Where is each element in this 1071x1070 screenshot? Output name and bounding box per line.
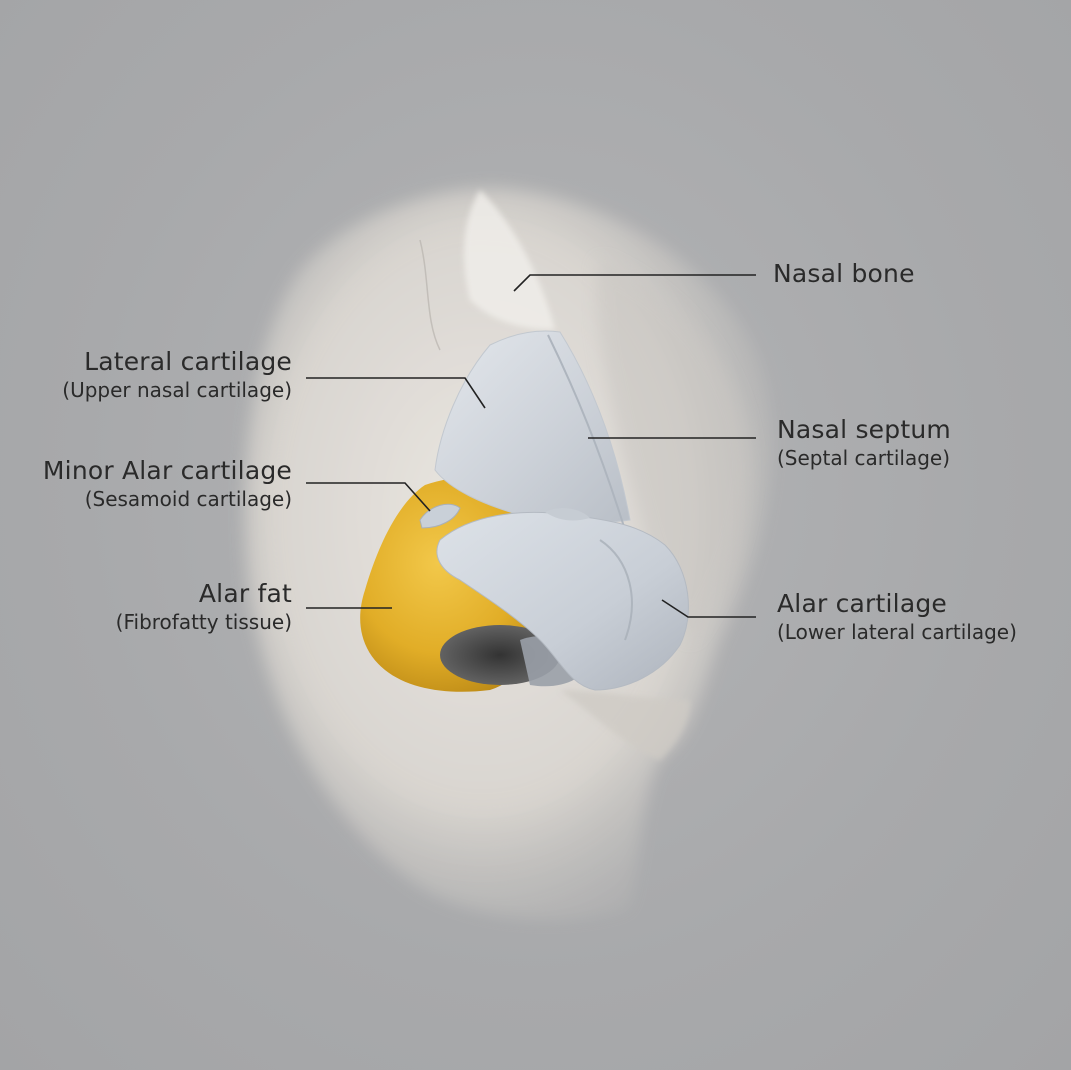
label-lateral-cartilage: Lateral cartilage (Upper nasal cartilage… bbox=[62, 346, 292, 403]
label-alar-fat-subtitle: (Fibrofatty tissue) bbox=[115, 610, 292, 634]
leader-lateral-cartilage bbox=[306, 377, 486, 409]
label-alar-cartilage-subtitle: (Lower lateral cartilage) bbox=[777, 620, 1017, 644]
label-alar-cartilage: Alar cartilage (Lower lateral cartilage) bbox=[777, 588, 1017, 645]
leader-lines bbox=[306, 274, 756, 618]
label-minor-alar-cartilage-title: Minor Alar cartilage bbox=[42, 456, 292, 485]
label-nasal-septum-subtitle: (Septal cartilage) bbox=[777, 446, 950, 470]
label-lateral-cartilage-title: Lateral cartilage bbox=[84, 347, 292, 376]
leader-nasal-bone bbox=[513, 274, 756, 292]
label-minor-alar-cartilage: Minor Alar cartilage (Sesamoid cartilage… bbox=[43, 455, 292, 512]
label-alar-fat-title: Alar fat bbox=[198, 579, 292, 608]
label-nasal-septum: Nasal septum (Septal cartilage) bbox=[777, 414, 951, 471]
label-minor-alar-cartilage-subtitle: (Sesamoid cartilage) bbox=[84, 487, 292, 511]
label-alar-cartilage-title: Alar cartilage bbox=[777, 589, 947, 618]
label-nasal-bone-title: Nasal bone bbox=[773, 259, 915, 288]
label-alar-fat: Alar fat (Fibrofatty tissue) bbox=[116, 578, 292, 635]
label-nasal-bone: Nasal bone bbox=[773, 258, 915, 289]
leader-alar-cartilage bbox=[661, 599, 756, 618]
label-nasal-septum-title: Nasal septum bbox=[777, 415, 951, 444]
leader-minor-alar bbox=[306, 482, 431, 512]
label-lateral-cartilage-subtitle: (Upper nasal cartilage) bbox=[62, 378, 292, 402]
